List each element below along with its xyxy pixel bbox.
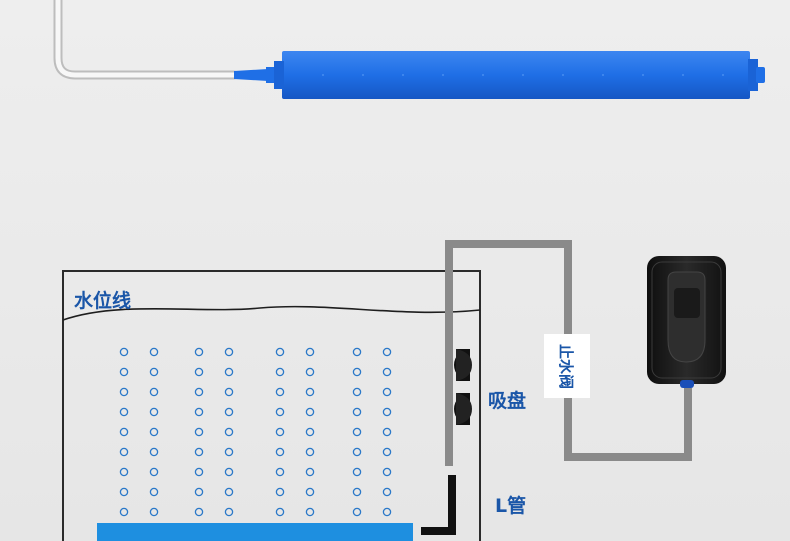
bubble: [275, 407, 285, 417]
l-pipe-label: L管: [495, 495, 527, 517]
bubble: [382, 347, 392, 357]
bubble: [149, 427, 159, 437]
bubble: [224, 487, 234, 497]
stop-valve-label: 止水阀: [557, 343, 576, 389]
bubble: [224, 367, 234, 377]
bubble: [305, 427, 315, 437]
bubble: [224, 407, 234, 417]
bubble: [382, 507, 392, 517]
bubble-grid: [119, 347, 392, 517]
bubble: [194, 347, 204, 357]
bubble: [149, 387, 159, 397]
water-tank-icon: [62, 270, 481, 541]
bubble: [352, 447, 362, 457]
bubble: [194, 507, 204, 517]
tank-base-air-stone: [97, 523, 413, 541]
bubble: [119, 407, 129, 417]
bubble: [352, 347, 362, 357]
bubble: [352, 367, 362, 377]
l-pipe-icon: [421, 475, 456, 535]
bubble: [149, 367, 159, 377]
bubble: [149, 507, 159, 517]
bubble: [194, 447, 204, 457]
bubble: [275, 447, 285, 457]
bubble: [382, 427, 392, 437]
bubble: [382, 467, 392, 477]
bubble: [194, 427, 204, 437]
bubble: [382, 367, 392, 377]
bubble: [382, 407, 392, 417]
bubble: [382, 447, 392, 457]
bubble: [194, 407, 204, 417]
tank-outline: [62, 270, 481, 541]
bubble: [224, 447, 234, 457]
bubble: [382, 487, 392, 497]
bubble: [224, 387, 234, 397]
bubble: [119, 387, 129, 397]
stop-valve-icon: 止水阀: [544, 334, 590, 398]
bubble: [352, 387, 362, 397]
bubble: [275, 387, 285, 397]
bubble: [352, 487, 362, 497]
bubble: [382, 387, 392, 397]
bubble: [119, 447, 129, 457]
bubble: [194, 467, 204, 477]
bubble: [275, 467, 285, 477]
bubble: [194, 387, 204, 397]
clear-hose: [53, 0, 239, 80]
water-line: [62, 305, 481, 321]
bubble: [305, 407, 315, 417]
bubble: [305, 387, 315, 397]
bubble: [352, 427, 362, 437]
bubble: [275, 427, 285, 437]
bubble: [275, 507, 285, 517]
bubble: [275, 487, 285, 497]
bubble: [305, 487, 315, 497]
bubble: [352, 407, 362, 417]
air-stone-tube-icon: [282, 51, 750, 99]
bubble: [119, 347, 129, 357]
bubble: [305, 507, 315, 517]
air-stone-assembly: [53, 0, 765, 99]
bubble: [194, 487, 204, 497]
bubble: [119, 467, 129, 477]
bubble: [149, 447, 159, 457]
bubble: [275, 367, 285, 377]
bubble: [224, 467, 234, 477]
bubble: [305, 447, 315, 457]
bubble: [149, 467, 159, 477]
bubble: [119, 427, 129, 437]
water-line-label: 水位线: [74, 290, 132, 312]
bubble: [149, 487, 159, 497]
suction-cup-label: 吸盘: [488, 390, 527, 412]
air-pump-icon: [647, 256, 726, 388]
bubble: [224, 347, 234, 357]
tube-nozzle: [234, 69, 268, 81]
bubble: [305, 347, 315, 357]
bubble: [149, 407, 159, 417]
suction-cup-icon: [454, 349, 472, 425]
bubble: [149, 347, 159, 357]
bubble: [119, 367, 129, 377]
bubble: [194, 367, 204, 377]
bubble: [119, 507, 129, 517]
bubble: [352, 467, 362, 477]
bubble: [224, 427, 234, 437]
bubble: [305, 367, 315, 377]
bubble: [224, 507, 234, 517]
bubble: [305, 467, 315, 477]
bubble: [275, 347, 285, 357]
bubble: [119, 487, 129, 497]
bubble: [352, 507, 362, 517]
